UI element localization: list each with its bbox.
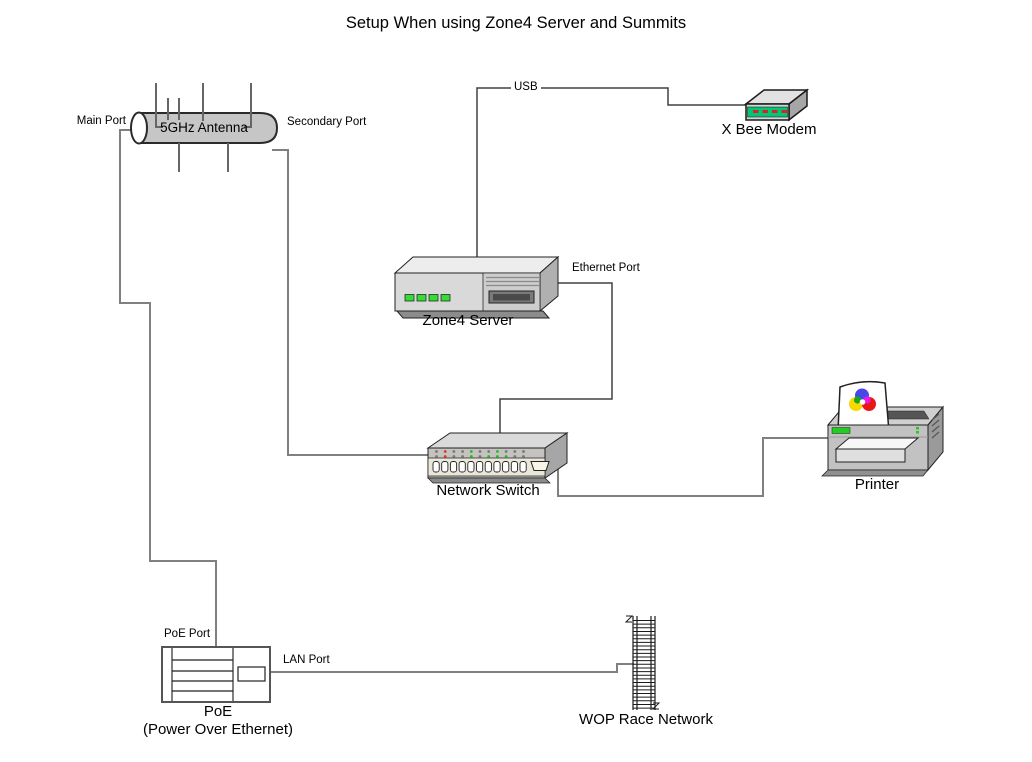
race-network-graphic [624,615,661,710]
modem-label: X Bee Modem [721,121,817,138]
antenna-graphic [130,83,279,172]
race-network-label: WOP Race Network [579,711,713,728]
ethernet-port-label: Ethernet Port [572,262,640,274]
cable-main-port-to-poe [119,129,217,650]
modem-graphic [743,88,810,122]
server-label: Zone4 Server [422,312,514,329]
printer-vents [931,413,940,439]
printer-color-wheel [849,388,876,411]
cable-ethernet-server-to-switch [499,282,613,445]
antenna-elements [155,83,252,172]
switch-leds [435,450,525,458]
switch-label: Network Switch [436,482,540,499]
cable-lan-poe-to-network [268,663,634,673]
printer-label: Printer [854,476,900,493]
connection-lines [119,87,832,673]
poe-graphic [161,646,271,703]
server-graphic [393,255,560,319]
poe-port-label: PoE Port [164,628,211,640]
diagram-title: Setup When using Zone4 Server and Summit… [345,14,687,32]
server-leds [404,294,451,302]
switch-ports [432,461,527,473]
printer-tray-front [835,448,906,463]
switch-graphic [426,432,569,484]
cable-usb-server-to-modem [476,87,750,263]
usb-label: USB [511,81,541,95]
cable-secondary-port-to-switch [272,149,432,456]
poe-sublabel: (Power Over Ethernet) [142,721,294,738]
antenna-label: 5GHz Antenna [160,120,248,135]
lan-port-label: LAN Port [283,654,330,666]
secondary-port-label: Secondary Port [287,116,367,128]
cable-switch-to-printer [557,437,832,497]
printer-tray-top [834,437,920,450]
printer-graphic [821,380,945,477]
poe-label: PoE [203,703,233,720]
switch-uplink-port [530,461,550,471]
modem-leds [753,110,787,113]
poe-lan-port [237,666,266,682]
main-port-label: Main Port [76,115,126,127]
race-network-rungs [633,620,655,709]
printer-power-led [831,427,851,434]
